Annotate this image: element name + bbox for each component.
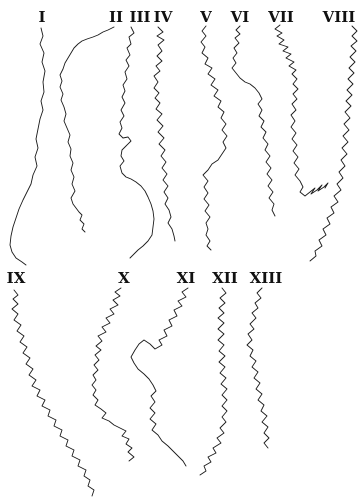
- label-profile-8: VIII: [322, 8, 356, 26]
- label-profile-2: II: [109, 8, 123, 26]
- label-profile-10: X: [118, 269, 130, 287]
- label-profile-11: XI: [177, 269, 196, 287]
- label-profile-6: VI: [230, 8, 250, 26]
- profile-trace-10: [91, 287, 135, 462]
- profile-trace-13: [246, 287, 270, 449]
- profile-trace-6: [231, 25, 276, 217]
- profile-trace-1: [9, 27, 46, 266]
- profile-trace-8: [309, 25, 358, 262]
- profile-trace-7: [274, 24, 329, 197]
- profile-trace-5: [200, 25, 228, 251]
- label-profile-1: I: [38, 8, 45, 26]
- label-profile-5: V: [199, 8, 212, 26]
- profile-trace-9: [11, 289, 95, 497]
- profile-trace-12: [199, 287, 228, 476]
- label-profile-3: III: [129, 8, 150, 26]
- label-profile-13: XIII: [250, 269, 283, 287]
- profile-trace-11: [130, 287, 189, 467]
- label-profile-4: IV: [154, 8, 173, 26]
- label-profile-9: IX: [7, 269, 26, 287]
- profile-trace-2: [59, 26, 115, 233]
- profile-trace-3: [118, 26, 155, 259]
- label-profile-7: VII: [267, 8, 294, 26]
- label-profile-12: XII: [212, 269, 238, 287]
- profile-trace-4: [153, 26, 176, 242]
